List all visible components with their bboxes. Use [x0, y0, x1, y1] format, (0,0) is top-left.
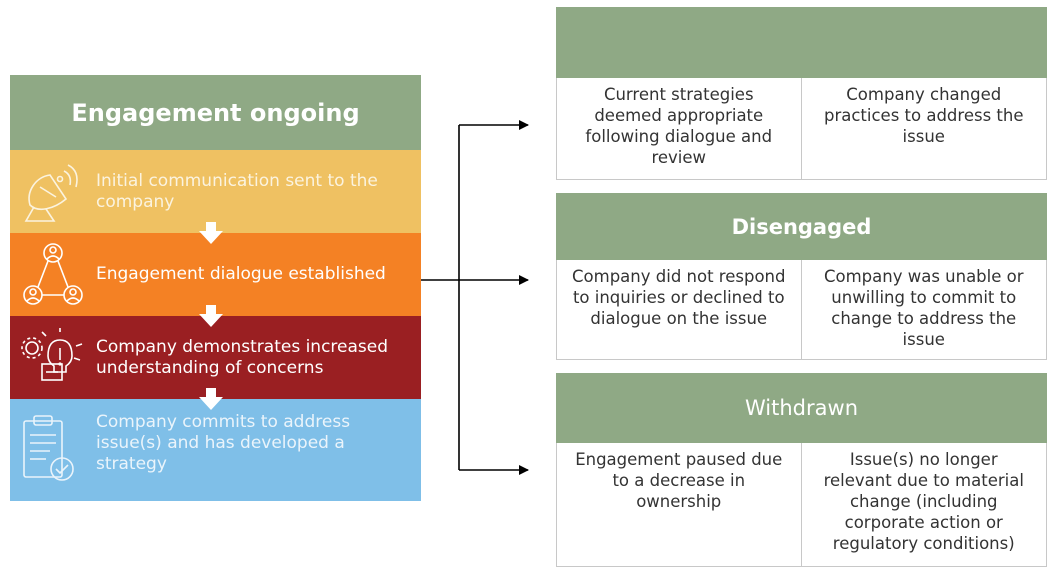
stage-commits-strategy: Company commits to address issue(s) and …	[10, 399, 421, 501]
outcome-cell: Current strategies deemed appropriate fo…	[557, 78, 802, 179]
stage-increased-understanding: Company demonstrates increased understan…	[10, 316, 421, 399]
outcome-body-disengaged: Company did not respond to inquiries or …	[556, 260, 1047, 360]
outcome-cell: Company did not respond to inquiries or …	[557, 260, 802, 359]
down-arrow-icon	[199, 388, 223, 410]
outcome-cell: Company was unable or unwilling to commi…	[823, 267, 1024, 349]
outcome-header-disengaged: Disengaged	[556, 193, 1047, 260]
satellite-dish-icon	[10, 150, 96, 233]
engagement-ongoing-header: Engagement ongoing	[10, 75, 421, 150]
stage-text: Company demonstrates increased understan…	[96, 336, 389, 378]
outcome-body-withdrawn: Engagement paused due to a decrease in o…	[556, 443, 1047, 567]
stage-text: Company commits to address issue(s) and …	[96, 411, 351, 474]
outcome-cell: Issue(s) no longer relevant due to mater…	[823, 450, 1024, 553]
clipboard-check-icon	[10, 399, 96, 501]
engagement-ongoing-title: Engagement ongoing	[71, 98, 360, 127]
stage-text: Initial communication sent to the compan…	[96, 170, 378, 212]
down-arrow-icon	[199, 305, 223, 327]
people-network-icon	[10, 233, 96, 316]
outcome-header-withdrawn: Withdrawn	[556, 373, 1047, 443]
stage-text: Engagement dialogue established	[96, 264, 386, 284]
down-arrow-icon	[199, 222, 223, 244]
stage-dialogue-established: Engagement dialogue established	[10, 233, 421, 316]
outcome-title: Withdrawn	[745, 396, 858, 420]
outcome-header-1	[556, 7, 1047, 78]
stage-initial-communication: Initial communication sent to the compan…	[10, 150, 421, 233]
gears-lightbulb-icon	[10, 316, 96, 399]
outcome-title: Disengaged	[731, 214, 872, 239]
outcome-body-1: Current strategies deemed appropriate fo…	[556, 78, 1047, 180]
outcome-cell: Company changed practices to address the…	[823, 85, 1024, 146]
outcome-cell: Engagement paused due to a decrease in o…	[557, 443, 802, 566]
